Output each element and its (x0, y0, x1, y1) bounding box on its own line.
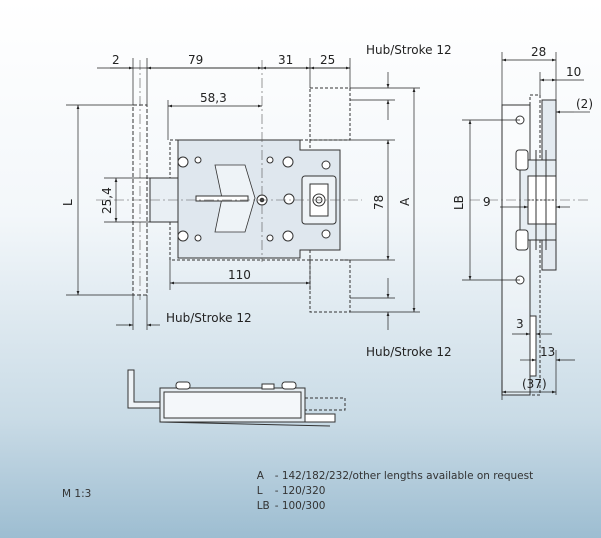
dim-31: 31 (278, 53, 293, 67)
dim-79: 79 (188, 53, 203, 67)
dim-37: (37) (522, 377, 547, 391)
side-view (470, 94, 590, 396)
legend-row-A: A - 142/182/232/other lengths available o… (250, 458, 534, 482)
scale-label: M 1:3 (62, 488, 92, 500)
dim-L: L (61, 199, 75, 206)
dim-2: 2 (112, 53, 120, 67)
legend-row-L: L - 120/320 (250, 473, 326, 497)
dim-LB: LB (452, 195, 466, 210)
side-dimension-lines (462, 52, 590, 400)
dim-78: 78 (372, 195, 386, 210)
front-dimension-lines (66, 58, 420, 330)
dim-hub-stroke-bottom: Hub/Stroke 12 (366, 345, 452, 359)
legend-key: A (256, 470, 264, 482)
legend-text: - 100/300 (274, 500, 326, 512)
legend-key: L (256, 485, 263, 497)
legend-row-LB: LB - 100/300 (250, 488, 326, 512)
dim-110: 110 (228, 268, 251, 282)
dim-10: 10 (566, 65, 581, 79)
dim-25-4: 25,4 (100, 187, 114, 214)
legend-key: LB (256, 500, 270, 512)
plan-view (127, 369, 346, 427)
dim-A: A (398, 197, 412, 206)
front-view (96, 60, 362, 313)
dim-3: 3 (516, 317, 524, 331)
dim-hub-stroke-top: Hub/Stroke 12 (366, 43, 452, 57)
dim-13: 13 (540, 345, 555, 359)
legend-text: - 120/320 (274, 485, 326, 497)
dim-9: 9 (483, 195, 491, 209)
legend-text: - 142/182/232/other lengths available on… (274, 470, 534, 482)
dim-58-3: 58,3 (200, 91, 227, 105)
dim-2-paren: (2) (576, 97, 593, 111)
dim-hub-stroke-left: Hub/Stroke 12 (166, 311, 252, 325)
dim-28: 28 (531, 45, 546, 59)
dim-25: 25 (320, 53, 335, 67)
